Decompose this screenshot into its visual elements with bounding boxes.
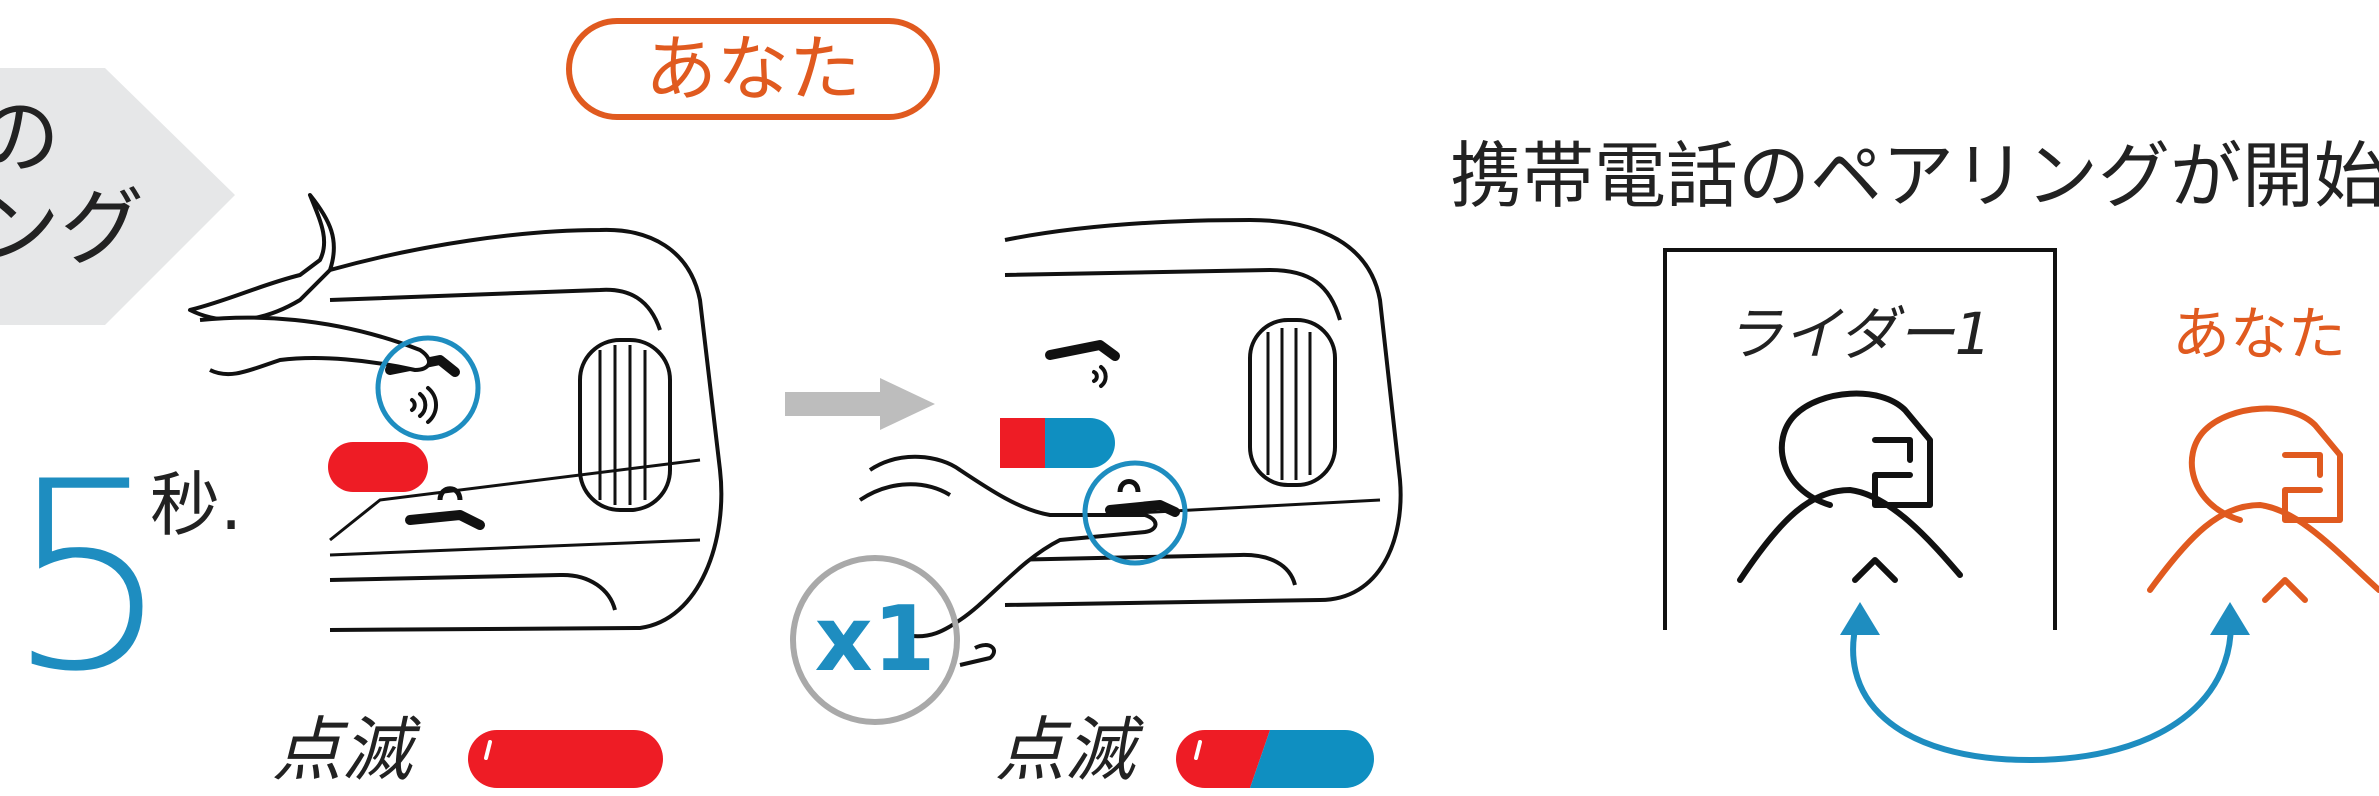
right-arrow-icon xyxy=(785,378,935,430)
press-count-circle xyxy=(790,555,960,725)
status-heading: 携帯電話のペアリングが開始 xyxy=(1450,134,2379,218)
led-red-indicator xyxy=(328,442,428,492)
hold-unit: 秒. xyxy=(150,464,243,546)
button-highlight xyxy=(1082,460,1188,566)
blink-label-red-blue: 点滅 xyxy=(995,709,1135,791)
button-highlight xyxy=(375,335,481,441)
wifi-icon xyxy=(410,386,439,424)
rider1-frame xyxy=(1663,248,2057,630)
led-red-blue-pill xyxy=(1176,730,1374,788)
hand-icon xyxy=(188,193,431,377)
you-helmet-icon xyxy=(2147,405,2379,603)
led-red-blue-indicator xyxy=(1000,418,1115,468)
rider1-helmet-icon xyxy=(1737,390,1963,583)
pairing-arrowhead-left xyxy=(1840,602,1880,635)
led-red-pill xyxy=(468,730,663,788)
headset-device-2 xyxy=(1004,218,1403,607)
step-label: の ング xyxy=(0,88,145,277)
wifi-icon xyxy=(1092,365,1108,388)
press-count-label: x1 xyxy=(814,587,936,692)
blink-label-red: 点滅 xyxy=(272,709,412,791)
step-banner xyxy=(0,68,235,325)
hold-seconds: 5 xyxy=(6,427,172,729)
you-pill xyxy=(566,18,940,120)
pairing-arrow-icon xyxy=(1850,609,2234,764)
you-pill-label: あなた xyxy=(644,27,861,111)
rider1-label: ライダー1 xyxy=(1725,300,1992,368)
pairing-arrowhead-right xyxy=(2210,602,2250,635)
headset-device-1 xyxy=(329,227,724,632)
you-label: あなた xyxy=(2172,300,2347,368)
